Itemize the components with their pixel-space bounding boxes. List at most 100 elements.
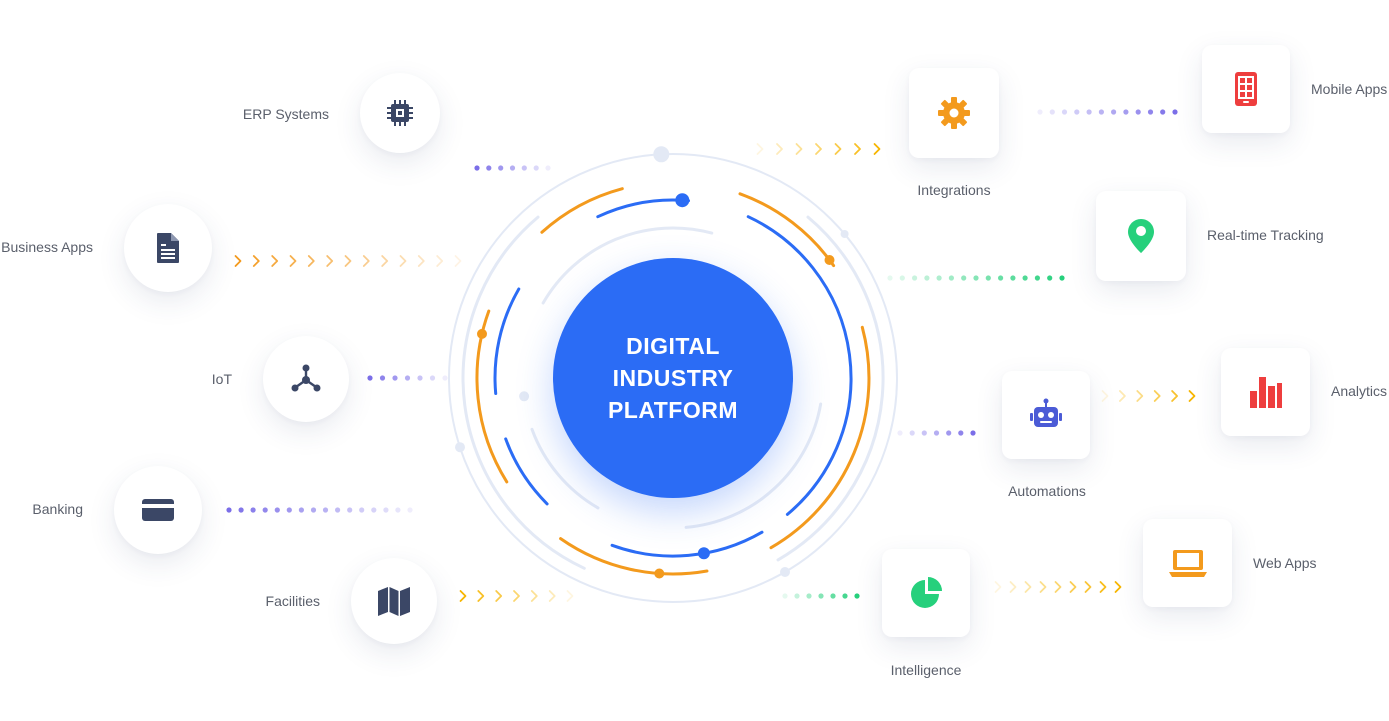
node-mobile-apps[interactable]: [1202, 45, 1290, 133]
automations-connector-dot: [921, 430, 927, 436]
outer-ring: [448, 153, 898, 603]
web-apps-connector-chevron: [1054, 581, 1062, 593]
credit-card-icon: [142, 499, 174, 521]
erp-connector-dot: [521, 165, 527, 171]
banking-connector-dot: [238, 507, 244, 513]
label-intelligence: Intelligence: [890, 662, 962, 678]
label-business-apps: Business Apps: [1, 239, 93, 255]
tracking-connector-dot: [1047, 275, 1053, 281]
iot-connector-dot: [417, 375, 423, 381]
mobile-connector-dot: [1098, 109, 1104, 115]
banking-connector-dot: [347, 507, 353, 513]
automations-connector-dot: [909, 430, 915, 436]
node-banking[interactable]: [114, 466, 202, 554]
erp-connector-dot: [498, 165, 504, 171]
automations-connector-dot: [946, 430, 952, 436]
automations-connector-dot: [933, 430, 940, 436]
banking-connector-dot: [286, 507, 292, 513]
ring-arc: [684, 402, 823, 529]
node-real-time-tracking[interactable]: [1096, 191, 1186, 281]
business-apps-connector-chevron: [399, 255, 407, 267]
intelligence-connector-dot: [842, 593, 848, 599]
analytics-connector-chevron: [1136, 390, 1144, 402]
node-web-apps[interactable]: [1143, 519, 1232, 607]
banking-connector-dot: [250, 507, 256, 513]
ring-marker: [780, 567, 790, 577]
banking-connector-dot: [383, 507, 389, 513]
platform-core: DIGITAL INDUSTRY PLATFORM: [553, 258, 793, 498]
integrations-connector-chevron: [795, 143, 803, 155]
orange-arc: [540, 187, 624, 234]
node-integrations[interactable]: [909, 68, 999, 158]
tracking-connector-dot: [961, 275, 967, 281]
tracking-connector-dot: [912, 275, 918, 281]
label-automations: Automations: [1008, 483, 1086, 499]
label-web-apps: Web Apps: [1253, 555, 1317, 571]
banking-connector-dot: [407, 507, 413, 513]
web-apps-connector-chevron: [1009, 581, 1017, 593]
mobile-connector-dot: [1111, 109, 1117, 115]
blue-arc: [596, 198, 690, 219]
cpu-chip-icon: [387, 100, 413, 126]
mobile-phone-icon: [1235, 72, 1257, 106]
mobile-connector-dot: [1160, 109, 1166, 115]
tracking-connector-dot: [1034, 275, 1040, 281]
analytics-connector-chevron: [1101, 390, 1109, 402]
network-nodes-icon: [291, 364, 321, 392]
facilities-connector-chevron: [477, 590, 485, 602]
blue-arc: [493, 287, 521, 395]
blue-arc: [610, 530, 764, 558]
node-business-apps[interactable]: [124, 204, 212, 292]
iot-connector-dot: [392, 375, 398, 381]
business-apps-connector-chevron: [289, 255, 297, 267]
ring-marker: [653, 146, 670, 163]
banking-connector-dot: [395, 507, 401, 513]
tracking-connector-dot: [1022, 275, 1028, 281]
ring-arc: [541, 226, 714, 305]
web-apps-connector-chevron: [1114, 581, 1122, 593]
facilities-connector-chevron: [495, 590, 503, 602]
banking-connector-dot: [359, 507, 365, 513]
robot-icon: [1030, 398, 1062, 427]
pie-chart-icon: [911, 577, 942, 608]
node-facilities[interactable]: [351, 558, 437, 644]
analytics-connector-chevron: [1188, 390, 1196, 402]
integrations-connector-chevron: [776, 143, 783, 155]
mobile-connector-dot: [1172, 109, 1178, 115]
tracking-connector-dot: [1059, 275, 1065, 281]
banking-connector-dot: [335, 507, 341, 513]
banking-connector-dot: [298, 507, 304, 513]
business-apps-connector-chevron: [362, 255, 370, 267]
business-apps-connector-chevron: [234, 255, 242, 267]
erp-connector-dot: [486, 165, 492, 171]
integrations-connector-chevron: [815, 143, 822, 155]
blue-arc: [504, 437, 549, 506]
web-apps-connector-chevron: [994, 581, 1002, 593]
mobile-connector-dot: [1037, 109, 1043, 115]
analytics-connector-chevron: [1171, 390, 1178, 402]
business-apps-connector-chevron: [307, 255, 315, 267]
web-apps-connector-chevron: [1069, 581, 1077, 593]
label-integrations: Integrations: [917, 182, 991, 198]
node-iot[interactable]: [263, 336, 349, 422]
node-automations[interactable]: [1002, 371, 1090, 459]
intelligence-connector-dot: [782, 593, 788, 599]
facilities-connector-chevron: [566, 590, 574, 602]
ring-marker: [455, 442, 465, 453]
intelligence-connector-dot: [806, 593, 812, 599]
mobile-connector-dot: [1135, 109, 1141, 115]
blue-arc: [746, 215, 853, 516]
banking-connector-dot: [371, 507, 377, 513]
mobile-connector-dot: [1061, 109, 1068, 115]
orange-marker: [477, 328, 487, 339]
orange-marker: [824, 255, 835, 265]
label-analytics: Analytics: [1331, 383, 1388, 399]
node-analytics[interactable]: [1221, 348, 1310, 436]
web-apps-connector-chevron: [1039, 581, 1047, 593]
node-erp-systems[interactable]: [360, 73, 440, 153]
banking-connector-dot: [310, 507, 317, 513]
iot-connector-dot: [367, 375, 373, 381]
blue-marker: [675, 193, 690, 208]
node-intelligence[interactable]: [882, 549, 970, 637]
